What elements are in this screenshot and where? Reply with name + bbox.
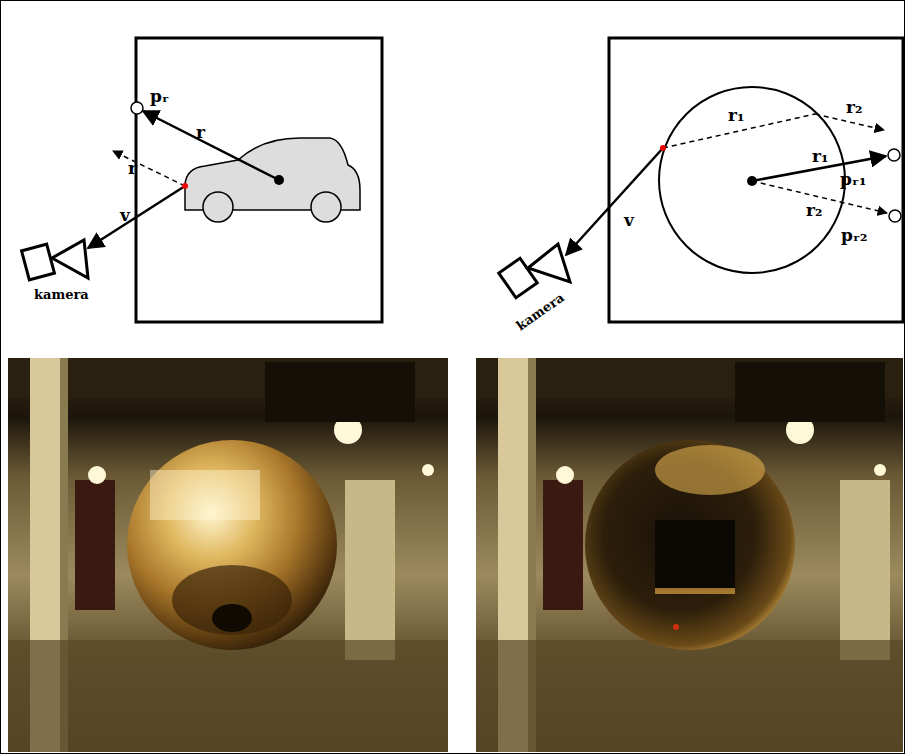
vector-label: r₂ [846, 99, 862, 116]
vector-label: r [196, 124, 205, 141]
vector-label: pᵣ₂ [841, 227, 867, 244]
vector-label: pᵣ [150, 88, 169, 105]
vector-label: v [120, 207, 130, 224]
vector-label: r [128, 160, 137, 177]
vector-label: r₂ [806, 202, 822, 219]
camera-label: kamera [34, 288, 89, 301]
vector-label: r₁ [812, 148, 828, 165]
vector-label: r₁ [728, 107, 744, 124]
vector-label: v [624, 212, 634, 229]
vector-label: pᵣ₁ [840, 171, 866, 188]
camera-label: kamera [514, 291, 566, 333]
